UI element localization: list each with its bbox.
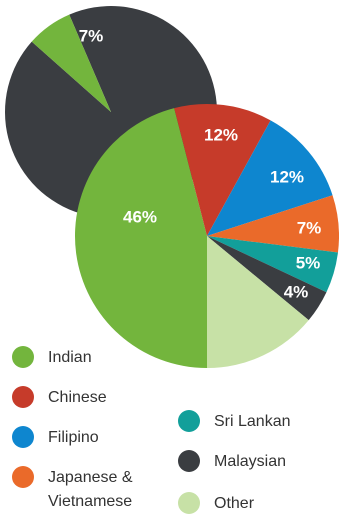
slice-label-japanese-vietnamese: 7% (297, 218, 322, 237)
legend-label: Chinese (48, 389, 107, 406)
pie-slice-malaysian (207, 236, 327, 321)
slice-label-chinese: 12% (204, 125, 238, 144)
pie-slice-other (207, 236, 309, 368)
pie-slice-sri-lankan (207, 236, 338, 293)
legend-label: Indian (48, 349, 92, 366)
legend-swatch (12, 466, 34, 488)
foreground-pie: 46% 12% 12% 7% 5% 4% (74, 104, 339, 368)
pie-slice-japanese-vietnamese (207, 195, 339, 253)
legend-item-malaysian: Malaysian (178, 450, 286, 474)
pie-slice-indian (74, 108, 207, 368)
legend-swatch (178, 492, 200, 514)
legend-item-sri-lankan: Sri Lankan (178, 410, 291, 434)
pie-slice-chinese (174, 104, 271, 237)
slice-label-indian: 46% (123, 207, 157, 226)
legend-label: Japanese & Vietnamese (48, 469, 133, 510)
legend-swatch (178, 450, 200, 472)
legend-swatch (12, 426, 34, 448)
legend-swatch (12, 386, 34, 408)
slice-label-filipino: 12% (270, 167, 304, 186)
pie-slice-chart0-1 (31, 14, 112, 112)
legend-label: Other (214, 495, 255, 512)
slice-label-malaysian: 4% (284, 282, 309, 301)
legend-label: Malaysian (214, 453, 287, 470)
legend-item-japanese-vietnamese: Japanese & Vietnamese (12, 466, 133, 514)
slice-label-chart0-1: 7% (79, 26, 104, 45)
legend-swatch (178, 410, 200, 432)
pie-slice-filipino (207, 120, 333, 236)
legend-item-indian: Indian (12, 346, 92, 370)
legend-item-chinese: Chinese (12, 386, 107, 410)
slice-label-sri-lankan: 5% (296, 253, 321, 272)
legend-label: Filipino (48, 429, 99, 446)
legend-label: Sri Lankan (214, 413, 291, 430)
legend-swatch (12, 346, 34, 368)
legend-item-filipino: Filipino (12, 426, 99, 450)
legend-item-other: Other (178, 492, 254, 516)
